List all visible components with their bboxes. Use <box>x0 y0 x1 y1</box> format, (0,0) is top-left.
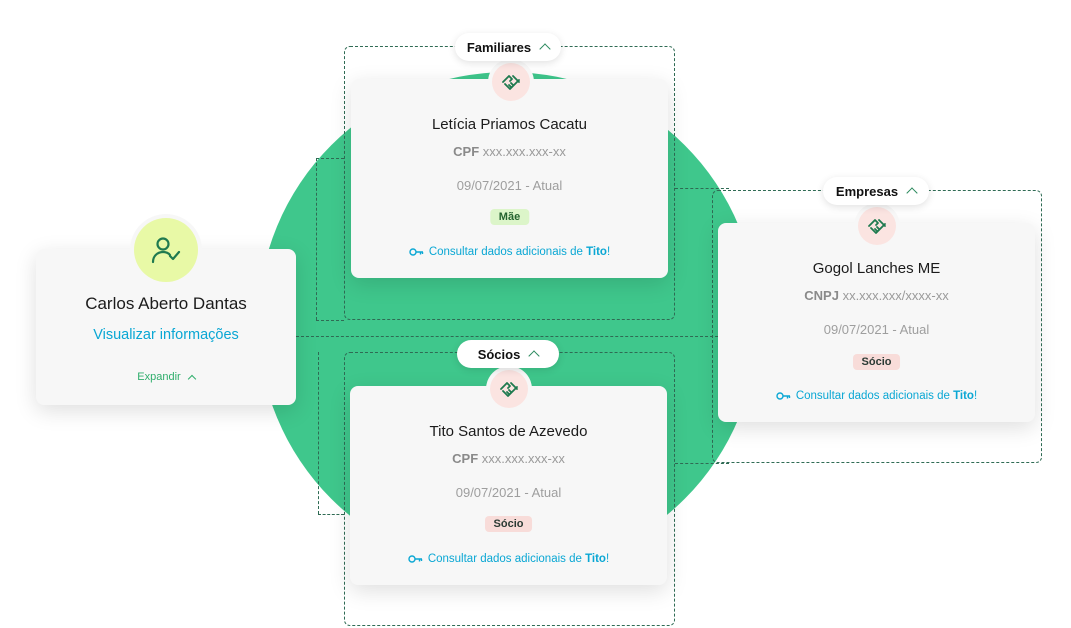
relative-name: Letícia Priamos Cacatu <box>431 116 588 133</box>
connector-line <box>318 352 319 514</box>
relation-date: 09/07/2021 - Atual <box>456 178 563 193</box>
chevron-up-icon <box>539 43 551 55</box>
group-label: Sócios <box>477 346 521 362</box>
link-text: Consultar dados adicionais de <box>795 390 950 402</box>
chevron-up-icon <box>187 374 196 384</box>
group-label: Familiares <box>466 39 532 55</box>
company-document: CNPJ xx.xxx.xxx/xxxx-xx <box>718 288 1035 303</box>
person-name: Carlos Aberto Dantas <box>85 294 247 313</box>
link-suffix: ! <box>605 553 610 565</box>
link-name: Tito <box>585 553 606 565</box>
document-type: CPF <box>453 144 480 159</box>
key-icon <box>409 248 424 256</box>
group-toggle-empresas[interactable]: Empresas <box>823 177 929 205</box>
relative-card: Letícia Priamos Cacatu CPF xxx.xxx.xxx-x… <box>351 79 668 278</box>
key-icon <box>408 555 423 563</box>
view-info-link[interactable]: Visualizar informações <box>93 327 239 343</box>
connector-line <box>675 188 729 189</box>
handshake-icon <box>868 219 886 234</box>
document-value: xxx.xxx.xxx-xx <box>482 144 566 159</box>
document-type: CNPJ <box>804 288 839 303</box>
chevron-up-icon <box>906 187 918 199</box>
relation-tag: Mãe <box>489 209 530 225</box>
relation-tag: Sócio <box>484 516 533 532</box>
avatar <box>130 214 202 286</box>
group-toggle-familiares[interactable]: Familiares <box>455 33 561 61</box>
partner-card: Tito Santos de Azevedo CPF xxx.xxx.xxx-x… <box>350 386 667 585</box>
connector-line <box>316 158 317 320</box>
connector-line <box>296 336 718 337</box>
connector-line <box>316 320 344 321</box>
user-check-icon <box>151 237 181 264</box>
group-label: Empresas <box>835 183 899 199</box>
connector-line <box>316 158 344 159</box>
document-value: xxx.xxx.xxx-xx <box>481 451 565 466</box>
expand-button[interactable]: Expandir <box>36 371 296 384</box>
relative-document: CPF xxx.xxx.xxx-xx <box>351 144 668 159</box>
link-name: Tito <box>586 246 607 258</box>
handshake-badge <box>492 63 530 101</box>
partner-document: CPF xxx.xxx.xxx-xx <box>350 451 667 466</box>
company-card: Gogol Lanches ME CNPJ xx.xxx.xxx/xxxx-xx… <box>718 223 1035 422</box>
connector-line <box>318 514 344 515</box>
expand-label: Expandir <box>137 371 181 383</box>
relation-date: 09/07/2021 - Atual <box>823 322 930 337</box>
additional-data-link[interactable]: Consultar dados adicionais de Tito! <box>718 390 1035 402</box>
link-text: Consultar dados adicionais de <box>428 246 583 258</box>
handshake-icon <box>502 75 520 90</box>
relation-tag: Sócio <box>852 354 901 370</box>
connector-line <box>675 463 729 464</box>
link-suffix: ! <box>973 390 978 402</box>
chevron-up-icon <box>528 350 540 362</box>
relation-date: 09/07/2021 - Atual <box>455 485 562 500</box>
company-name: Gogol Lanches ME <box>812 260 941 277</box>
link-suffix: ! <box>606 246 611 258</box>
link-text: Consultar dados adicionais de <box>427 553 582 565</box>
key-icon <box>776 392 791 400</box>
handshake-badge <box>490 370 528 408</box>
person-card: Carlos Aberto Dantas Visualizar informaç… <box>36 214 296 405</box>
additional-data-link[interactable]: Consultar dados adicionais de Tito! <box>351 246 668 258</box>
handshake-badge <box>858 207 896 245</box>
link-name: Tito <box>953 390 974 402</box>
document-value: xx.xxx.xxx/xxxx-xx <box>842 288 949 303</box>
additional-data-link[interactable]: Consultar dados adicionais de Tito! <box>350 553 667 565</box>
handshake-icon <box>500 382 518 397</box>
document-type: CPF <box>452 451 479 466</box>
partner-name: Tito Santos de Azevedo <box>429 423 588 440</box>
group-toggle-socios[interactable]: Sócios <box>457 340 559 368</box>
